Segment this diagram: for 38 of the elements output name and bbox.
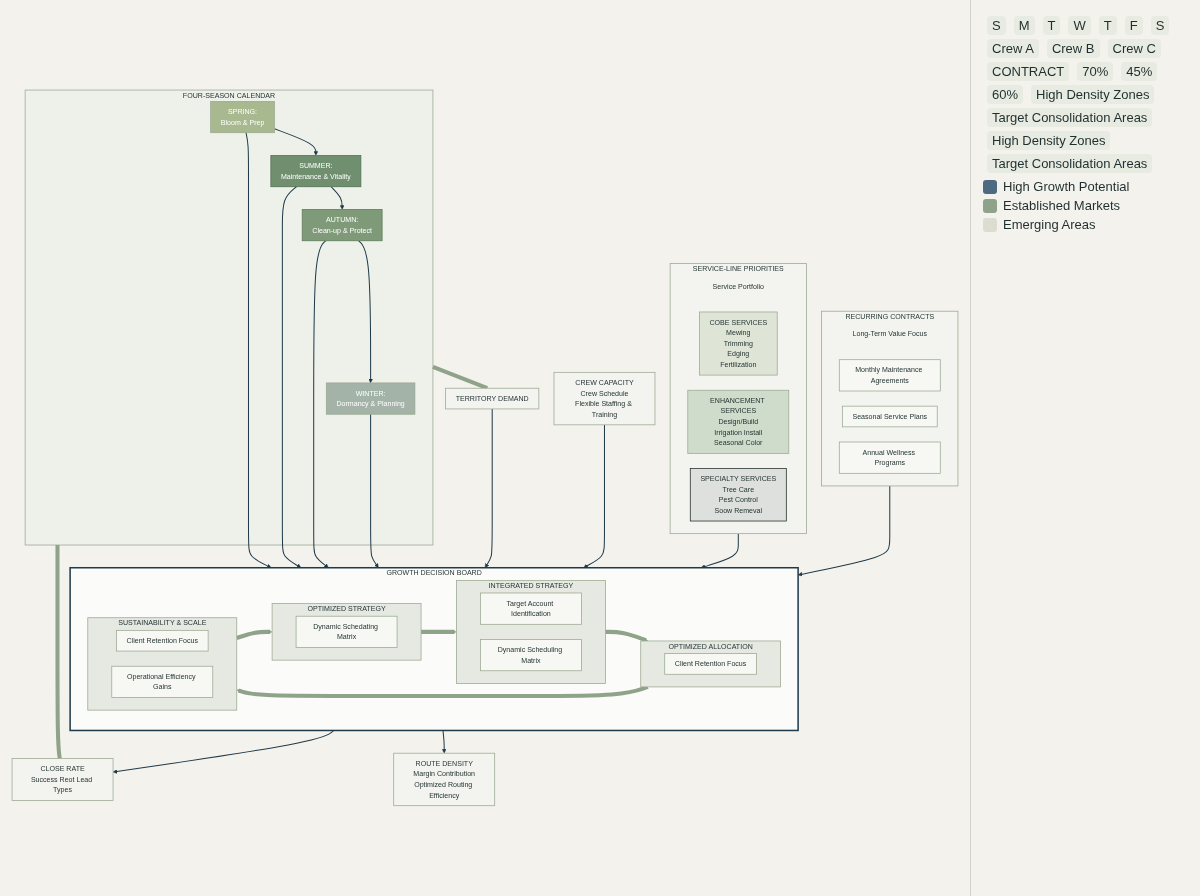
label-text: 70% — [1077, 62, 1114, 81]
arrow — [313, 240, 329, 569]
legend-text: Established Markets — [1003, 198, 1121, 213]
arrow — [421, 629, 457, 635]
label-text: High Density Zones — [1031, 85, 1155, 104]
connector — [55, 545, 62, 759]
arrow — [605, 630, 649, 643]
label-text: CONTRACT — [987, 62, 1070, 81]
label-text: T — [1042, 16, 1061, 35]
arrow — [484, 408, 493, 569]
label-text: S — [987, 16, 1006, 35]
label-text: High Density Zones — [987, 131, 1111, 150]
arrow — [281, 186, 302, 569]
legend-text: Emerging Areas — [1003, 217, 1096, 232]
label-text: Crew B — [1046, 39, 1100, 58]
label-text: Crew A — [987, 39, 1039, 58]
label-text: Target Consolidation Areas — [987, 108, 1153, 127]
arrow — [236, 629, 273, 641]
label-text: F — [1124, 16, 1143, 35]
label-text: 60% — [987, 85, 1024, 104]
arrow — [273, 128, 319, 156]
arrow — [583, 424, 605, 569]
legend-text: High Growth Potential — [1003, 179, 1130, 194]
arrow — [370, 413, 379, 569]
arrow — [330, 186, 345, 210]
label-text: M — [1013, 16, 1035, 35]
arrow — [442, 730, 447, 754]
label-text: Target Consolidation Areas — [987, 154, 1153, 173]
arrow — [112, 730, 335, 774]
arrow — [700, 533, 739, 569]
label-text: S — [1150, 16, 1170, 35]
label-text: Crew C — [1107, 39, 1161, 58]
arrow — [236, 685, 649, 699]
label-text: W — [1068, 16, 1091, 35]
arrow — [245, 132, 272, 569]
arrow — [358, 240, 373, 384]
label-text: T — [1098, 16, 1117, 35]
label-text: 45% — [1121, 62, 1158, 81]
